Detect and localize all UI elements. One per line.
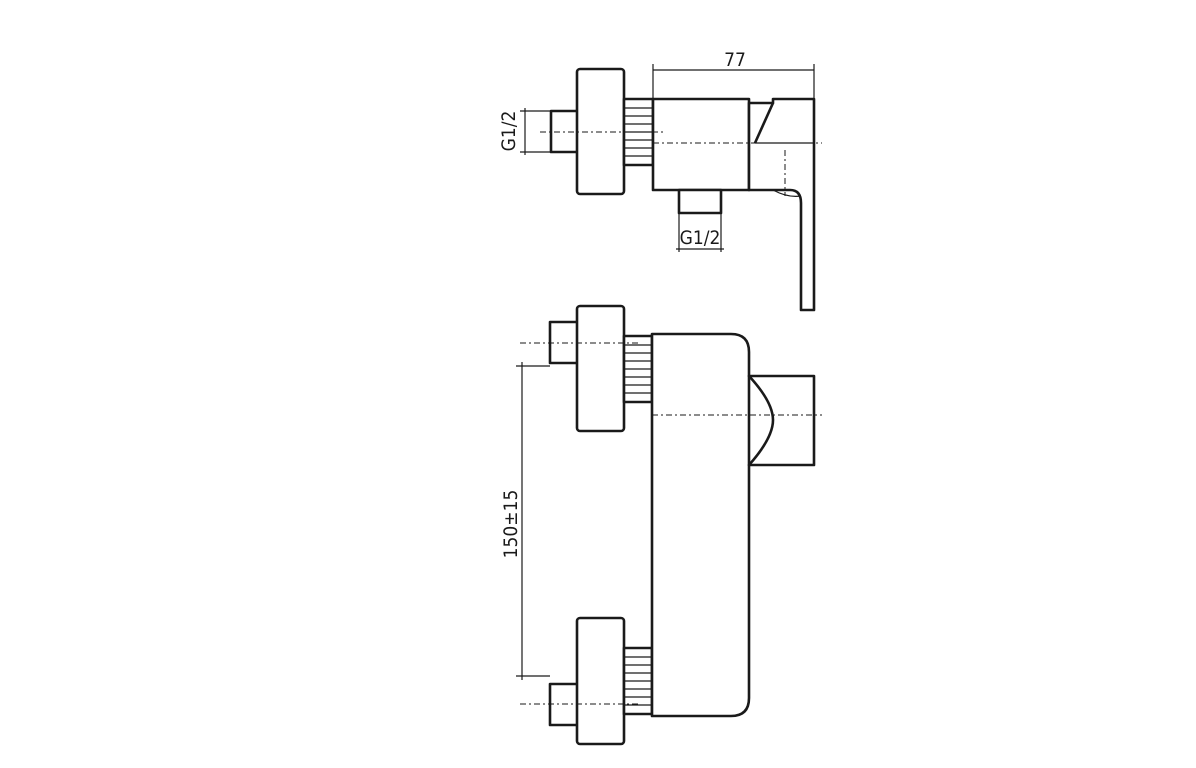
front-lower-thread-lines <box>624 656 652 706</box>
front-lower-flange <box>575 616 626 746</box>
front-upper-flange <box>575 304 626 433</box>
front-lever-handle <box>747 374 816 467</box>
width-dimension-label: 77 <box>724 49 746 71</box>
top-outlet-stub <box>677 188 723 215</box>
top-lever-handle <box>747 97 816 312</box>
front-upper-thread-lines <box>624 344 652 394</box>
top-inlet-thread-label: G1/2 <box>498 111 520 152</box>
top-view: 77 G1/2 G1/2 <box>498 49 822 312</box>
top-mixer-body <box>651 97 751 192</box>
front-mixer-body <box>650 332 751 718</box>
front-view: 150±15 <box>500 304 822 746</box>
spacing-dimension-label: 150±15 <box>500 490 522 559</box>
bottom-outlet-thread-label: G1/2 <box>680 227 721 249</box>
